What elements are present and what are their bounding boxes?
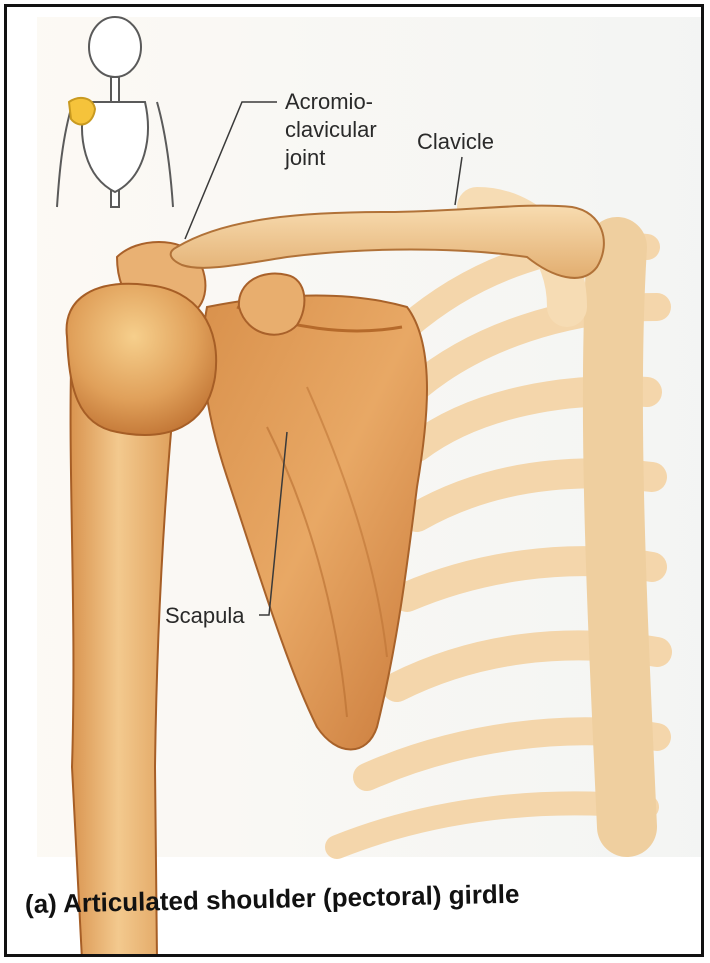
humeral-head bbox=[67, 284, 217, 435]
label-clavicle: Clavicle bbox=[417, 129, 494, 155]
figure-frame: Acromio- clavicular joint Clavicle Scapu… bbox=[4, 4, 704, 957]
highlighted-shoulder bbox=[69, 98, 95, 124]
label-acromioclavicular-line2: clavicular bbox=[285, 117, 377, 143]
coracoid-process bbox=[239, 274, 305, 335]
skull-shape bbox=[89, 17, 141, 77]
label-scapula: Scapula bbox=[165, 603, 245, 629]
shoulder-girdle-illustration bbox=[7, 7, 704, 957]
label-acromioclavicular-line1: Acromio- bbox=[285, 89, 373, 115]
label-acromioclavicular-line3: joint bbox=[285, 145, 325, 171]
sternum bbox=[613, 247, 627, 827]
